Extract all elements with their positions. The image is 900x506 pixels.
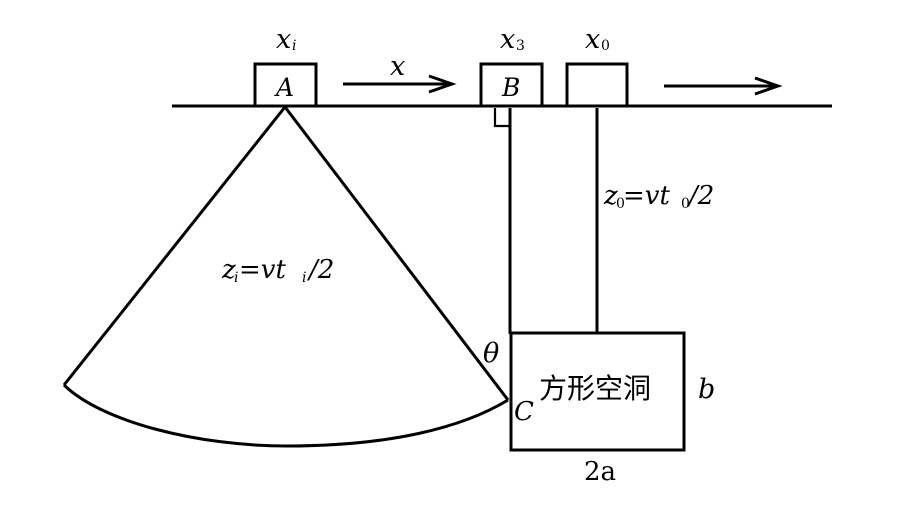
label-b: B	[501, 73, 520, 102]
z0-equation-sub: 0	[616, 196, 625, 212]
label-x0-sub: 0	[601, 38, 610, 54]
label-motion-x: x	[390, 51, 405, 82]
right-angle-marker	[493, 108, 510, 128]
label-x0-main: x	[585, 24, 600, 55]
z0-equation-tail: /2	[686, 181, 714, 211]
label-x3-sub: 3	[516, 38, 525, 54]
zi-equation-rest: =vt	[239, 255, 286, 285]
label-xi-sub: i	[292, 38, 296, 54]
motion-arrow-right-head	[754, 76, 783, 96]
sensor-box-a	[253, 62, 318, 108]
motion-arrow-left-head	[428, 74, 457, 94]
square-cavity	[509, 331, 686, 452]
label-2a-dimension: 2a	[584, 457, 616, 487]
cavity-label: 方形空洞	[539, 372, 651, 405]
z0-equation-rest: =vt	[623, 181, 670, 211]
sensor-box-b	[479, 62, 544, 108]
label-theta: θ	[483, 338, 499, 369]
cone-right-edge	[283, 106, 510, 401]
sensor-box-x0	[565, 62, 629, 108]
z0-equation-main: z	[603, 181, 618, 211]
cone-bottom-arc	[62, 383, 509, 448]
label-b-dimension: b	[698, 374, 715, 405]
label-xi-main: x	[276, 24, 291, 55]
z0-equation-sub2: 0	[681, 196, 690, 212]
cone-left-edge	[62, 106, 287, 386]
label-x3-main: x	[500, 24, 515, 55]
zi-equation-sub: i	[234, 270, 238, 286]
label-a: A	[274, 73, 294, 102]
zi-equation-tail: /2	[306, 255, 334, 285]
label-c: C	[514, 397, 534, 427]
zi-equation-sub2: i	[302, 270, 306, 286]
zi-equation-main: z	[221, 255, 236, 285]
